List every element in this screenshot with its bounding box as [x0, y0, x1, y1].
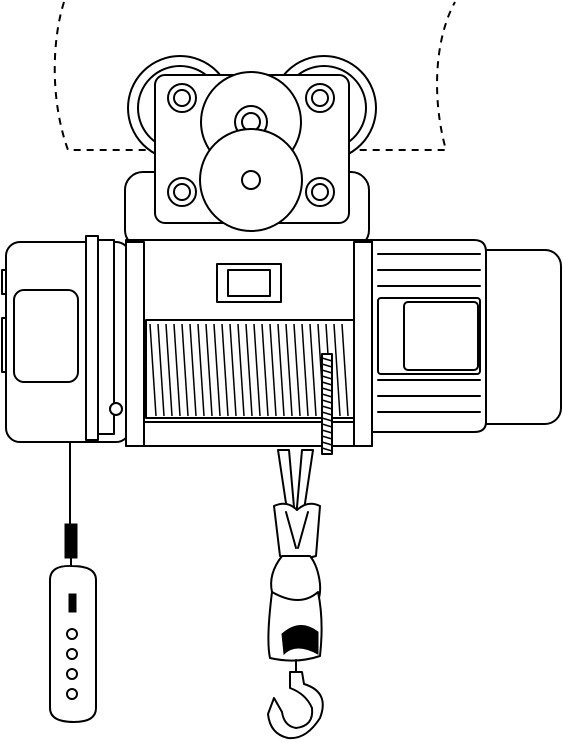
rope-winding: [309, 323, 317, 417]
rope-winding: [301, 323, 309, 417]
motor: [371, 239, 562, 433]
pendant-button: [66, 688, 78, 700]
rope-strand: [321, 435, 333, 440]
rope-winding: [229, 323, 237, 417]
rope-winding: [341, 323, 349, 417]
rope-winding: [293, 323, 301, 417]
rope-winding: [221, 323, 229, 417]
trolley: [124, 55, 377, 249]
rope-strand: [321, 381, 333, 386]
rope-strand: [321, 429, 333, 434]
rope-winding: [157, 323, 165, 417]
pendant-cable: [64, 441, 78, 567]
rope-strand: [321, 399, 333, 404]
rope-strand: [321, 405, 333, 410]
rope-winding: [165, 323, 173, 417]
gearbox: [1, 235, 131, 443]
rope-winding: [253, 323, 261, 417]
rope-winding: [173, 323, 181, 417]
rope-winding: [333, 323, 341, 417]
rope-winding: [181, 323, 189, 417]
rope-winding: [269, 323, 277, 417]
rope-strand: [321, 363, 333, 368]
rope-winding: [205, 323, 213, 417]
rope-strand: [321, 369, 333, 374]
pendant-button: [66, 648, 78, 660]
rope-winding: [277, 323, 285, 417]
rope-strand: [321, 393, 333, 398]
rope-strand: [321, 441, 333, 446]
rope-guide: [321, 353, 333, 455]
rope-winding: [213, 323, 221, 417]
rope-strand: [321, 357, 333, 362]
rope-strand: [321, 417, 333, 422]
hook-block: [267, 449, 323, 662]
control-pendant: [49, 564, 97, 723]
rope-winding: [149, 323, 157, 417]
rope-winding: [245, 323, 253, 417]
hook: [267, 659, 324, 740]
rope-winding: [285, 323, 293, 417]
rope-strand: [321, 411, 333, 416]
rope-winding: [237, 323, 245, 417]
rope-strand: [321, 447, 333, 452]
pendant-button: [66, 668, 78, 680]
rope-strand: [321, 423, 333, 428]
pendant-button: [66, 628, 78, 640]
rope-strand: [321, 375, 333, 380]
rope-winding: [189, 323, 197, 417]
rope-strand: [321, 387, 333, 392]
rope-winding: [197, 323, 205, 417]
rope-winding: [261, 323, 269, 417]
